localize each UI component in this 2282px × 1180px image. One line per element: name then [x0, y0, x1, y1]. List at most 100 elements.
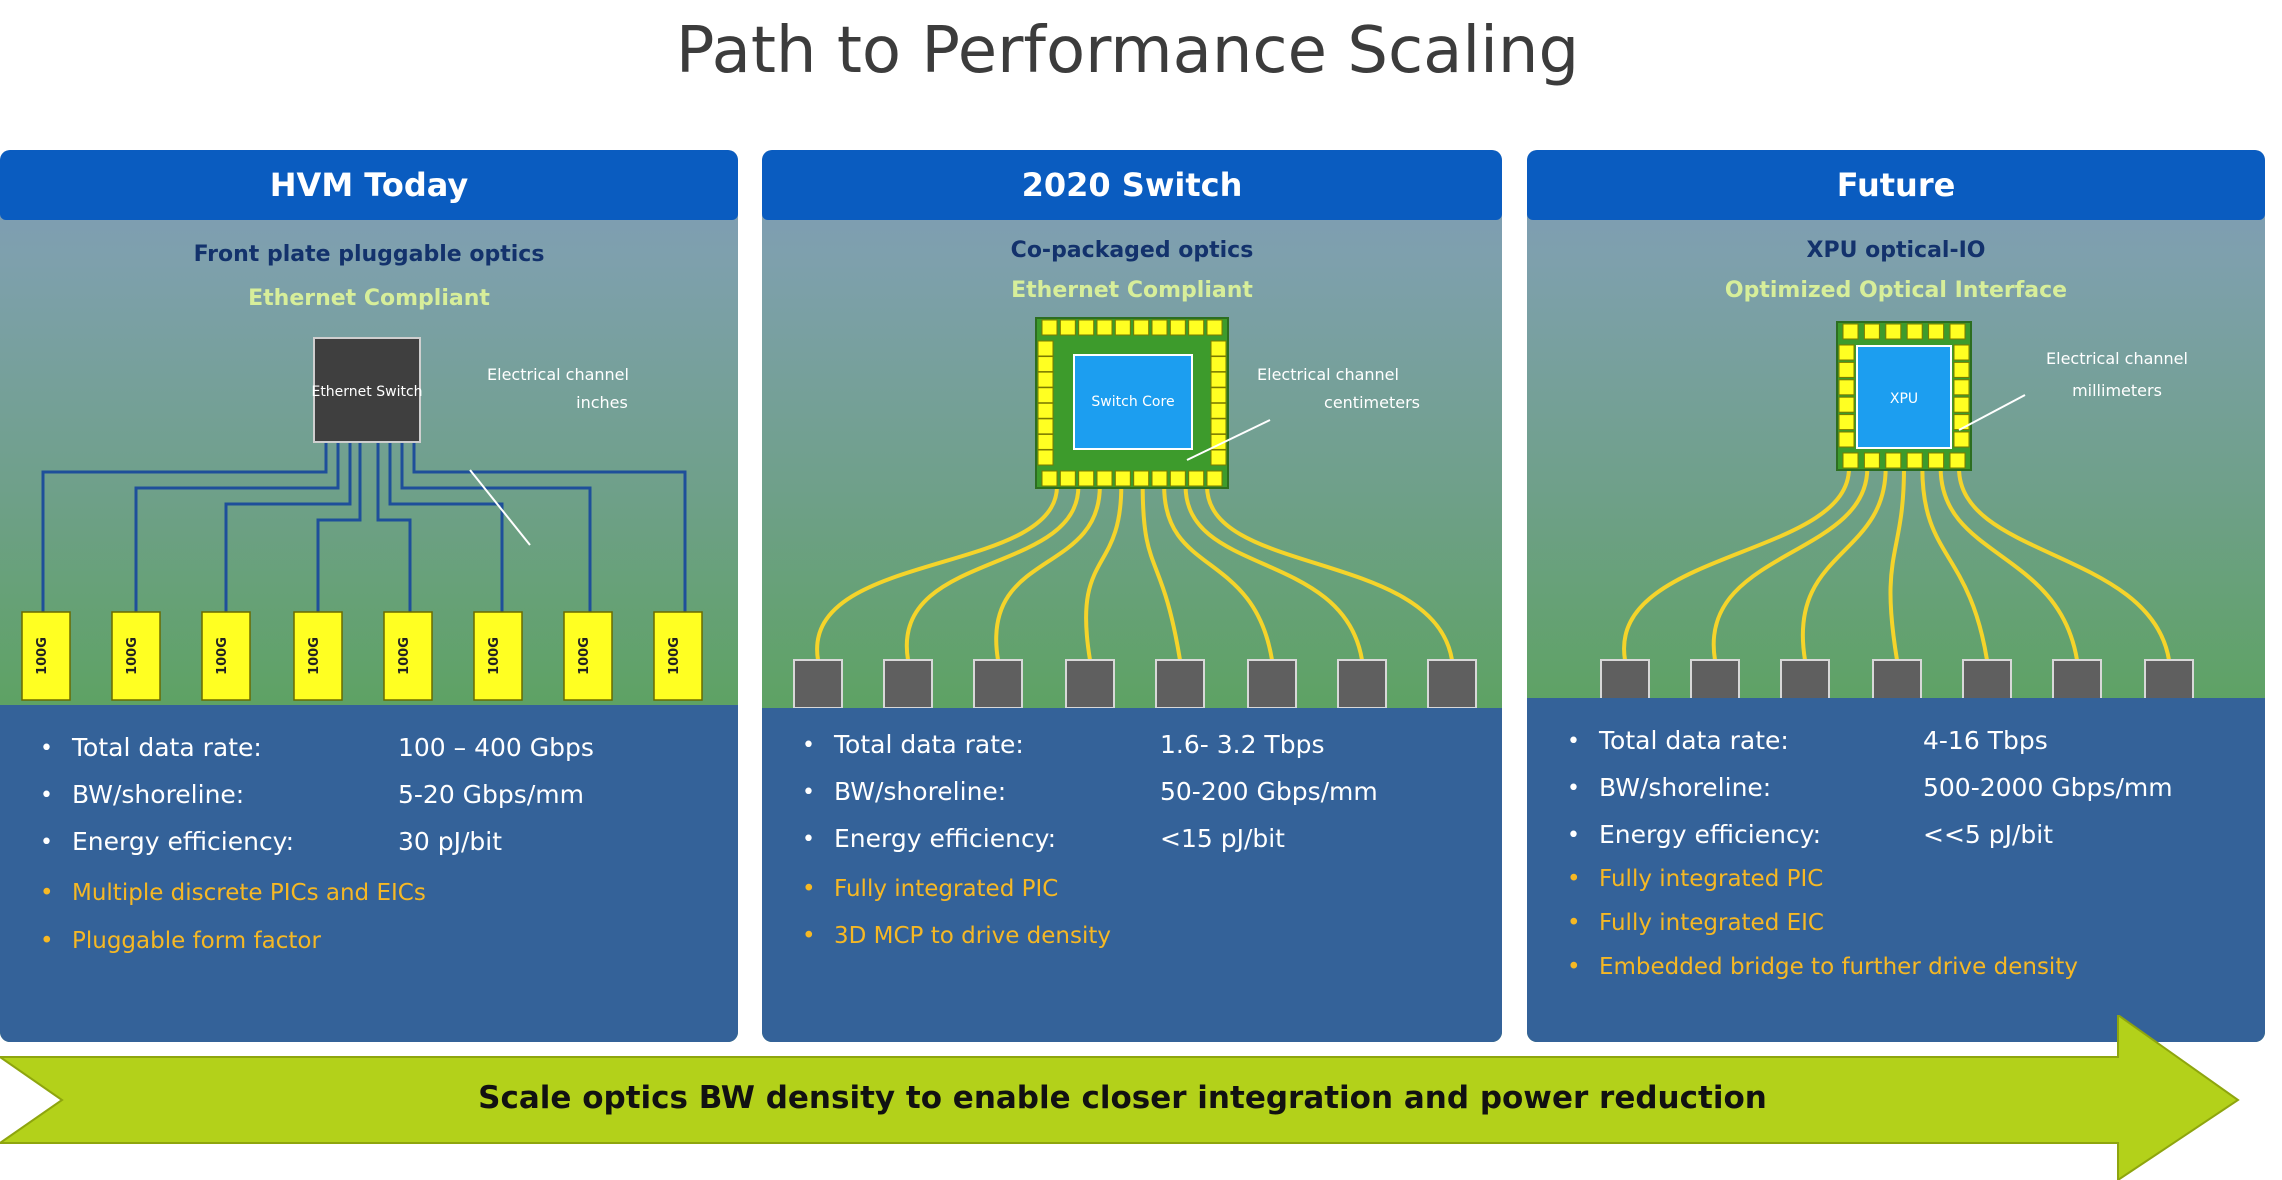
bond-pad [1838, 361, 1855, 378]
panel-subtitle: Co-packaged optics [1010, 238, 1254, 263]
electrical-traces [41, 440, 687, 612]
panel-hvm-today: HVM Today Front plate pluggable optics E… [0, 150, 738, 1042]
chip-label: Ethernet Switch [311, 384, 422, 400]
bond-pad [1842, 452, 1859, 469]
optical-fibers [1622, 467, 2171, 661]
optical-fiber [1622, 467, 1851, 661]
feature-item: •3D MCP to drive density [802, 923, 1111, 949]
bond-pad [1838, 414, 1855, 431]
feature-item: •Fully integrated EIC [1567, 910, 1824, 936]
metric-energy-efficiency: •Energy efficiency:<<5 pJ/bit [1567, 820, 2054, 849]
optical-fiber [994, 485, 1102, 661]
bond-pad [1949, 452, 1966, 469]
panel-specs: •Total data rate:1.6- 3.2 Tbps •BW/shore… [762, 708, 1502, 1042]
svg-text:100G: 100G [667, 637, 682, 675]
panel-subtitle: XPU optical-IO [1806, 238, 1986, 263]
banner-text: Scale optics BW density to enable closer… [478, 1080, 1767, 1116]
metric-bw-shoreline: •BW/shoreline:50-200 Gbps/mm [802, 777, 1378, 806]
bond-pad [1188, 319, 1205, 336]
bond-pad [1210, 387, 1227, 404]
bond-pad [1037, 433, 1054, 450]
bond-pad [1114, 319, 1131, 336]
bond-pads [1838, 323, 1970, 469]
bond-pad [1906, 323, 1923, 340]
optical-port [1065, 659, 1115, 709]
metrics-list: •Total data rate:1.6- 3.2 Tbps •BW/shore… [802, 730, 1492, 871]
bond-pad [1133, 319, 1150, 336]
channel-pointer [469, 469, 531, 546]
panel-2020-switch: 2020 Switch Co-packaged optics Ethernet … [762, 150, 1502, 1042]
bond-pad [1206, 319, 1223, 336]
metric-bw-shoreline: •BW/shoreline:5-20 Gbps/mm [40, 780, 584, 809]
features-list: •Fully integrated PIC •3D MCP to drive d… [802, 876, 1492, 970]
bond-pad [1838, 431, 1855, 448]
panel-specs: •Total data rate:100 – 400 Gbps •BW/shor… [0, 705, 738, 1042]
bond-pad [1169, 470, 1186, 487]
bond-pad [1037, 371, 1054, 388]
optical-fiber [1162, 485, 1274, 661]
bond-pad [1041, 319, 1058, 336]
optical-fiber [1888, 467, 1906, 661]
bond-pad [1928, 323, 1945, 340]
compliance-label: Ethernet Compliant [1011, 278, 1253, 303]
bond-pad [1151, 319, 1168, 336]
bond-pad [1928, 452, 1945, 469]
module-100g: 100G [201, 611, 251, 701]
switch-core-die [1073, 354, 1193, 450]
bond-pad [1210, 418, 1227, 435]
bond-pad [1037, 340, 1054, 357]
metric-bw-shoreline: •BW/shoreline:500-2000 Gbps/mm [1567, 773, 2173, 802]
bond-pad [1096, 470, 1113, 487]
svg-text:100G: 100G [215, 637, 230, 675]
bond-pad [1037, 449, 1054, 466]
optical-fiber [1801, 467, 1888, 661]
optical-fiber [1938, 467, 2079, 661]
channel-label: Electrical channel [2046, 349, 2188, 368]
feature-item: •Embedded bridge to further drive densit… [1567, 954, 2078, 980]
bond-pad [1037, 402, 1054, 419]
module-100g: 100G [111, 611, 161, 701]
panel-subtitle: Front plate pluggable optics [193, 242, 545, 267]
optical-port [793, 659, 843, 709]
channel-label: Electrical channel [1257, 365, 1399, 384]
feature-item: •Fully integrated PIC [802, 876, 1059, 902]
bond-pad [1188, 470, 1205, 487]
bond-pad [1838, 379, 1855, 396]
feature-item: •Fully integrated PIC [1567, 866, 1824, 892]
bond-pad [1210, 356, 1227, 373]
bond-pad [1885, 323, 1902, 340]
optical-fiber [1205, 485, 1454, 661]
co-packaged-optics-diagram: Switch Core Electrical channel centimete… [793, 317, 1477, 709]
chip-label: Switch Core [1091, 394, 1174, 410]
bond-pads [1037, 319, 1227, 487]
bond-pad [1037, 418, 1054, 435]
metrics-list: •Total data rate:4-16 Tbps •BW/shoreline… [1567, 726, 2255, 867]
svg-text:100G: 100G [397, 637, 412, 675]
optical-fiber [1920, 467, 1989, 661]
features-list: •Multiple discrete PICs and EICs •Plugga… [40, 880, 728, 976]
bond-pad [1078, 470, 1095, 487]
optical-fiber [815, 485, 1059, 661]
optical-port [1247, 659, 1297, 709]
bond-pad [1949, 323, 1966, 340]
pluggable-modules: 100G 100G 100G 100G 100G 100G 100G 100G [21, 611, 703, 701]
metric-total-data-rate: •Total data rate:4-16 Tbps [1567, 726, 2048, 755]
bond-pad [1953, 344, 1970, 361]
panel-header: HVM Today [0, 150, 738, 220]
compliance-label: Optimized Optical Interface [1724, 278, 2068, 303]
svg-text:100G: 100G [577, 637, 592, 675]
channel-pointer [1958, 394, 2026, 431]
channel-pointer [1186, 419, 1271, 461]
bond-pad [1885, 452, 1902, 469]
bond-pad [1096, 319, 1113, 336]
optical-fiber [1711, 467, 1870, 661]
optical-fiber [1140, 485, 1182, 661]
optical-port [1155, 659, 1205, 709]
module-100g: 100G [21, 611, 71, 701]
metric-energy-efficiency: •Energy efficiency:<15 pJ/bit [802, 824, 1285, 853]
svg-text:100G: 100G [125, 637, 140, 675]
optical-fibers [815, 485, 1454, 661]
bond-pad [1210, 449, 1227, 466]
feature-item: •Pluggable form factor [40, 928, 321, 954]
bond-pad [1842, 323, 1859, 340]
